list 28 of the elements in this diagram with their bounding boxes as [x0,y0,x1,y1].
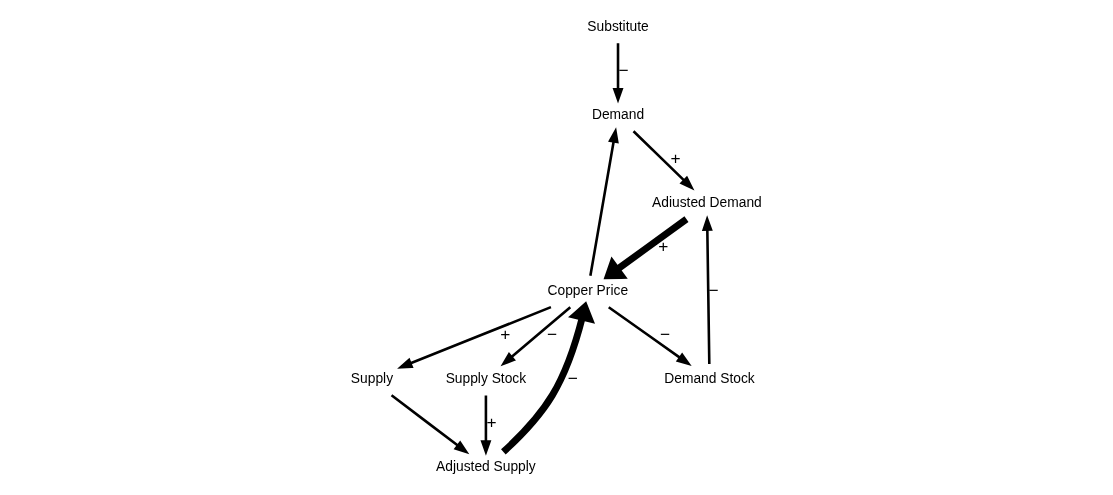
arrow [608,306,692,367]
arrow [501,301,596,455]
node-text: Adiusted Demand [652,193,762,210]
node-text: Copper Price [547,281,629,298]
node-text: Adjusted Supply [436,457,536,474]
arrow [480,395,492,456]
node-text: Supply Stock [445,369,527,386]
edge-label: − [708,279,719,300]
arrow [397,305,552,369]
arrow [632,130,695,191]
arrow [589,127,619,277]
edge-label: − [567,367,578,388]
edge-label: − [660,323,671,344]
arrow [612,43,624,104]
node-text: Substitute [587,17,649,34]
node-text: Demand Stock [664,369,755,386]
node-text: Supply [350,369,394,386]
edge-label: + [670,147,681,168]
edge-label: − [546,323,558,344]
arrow [701,215,713,364]
node-text: Demand [591,105,645,122]
arrow [500,306,572,367]
arrow [603,216,689,280]
edge-label: − [618,59,629,80]
edge-label: + [486,411,497,432]
edge-label: + [658,235,669,256]
arrow [390,394,470,455]
edge-label: + [500,323,511,344]
